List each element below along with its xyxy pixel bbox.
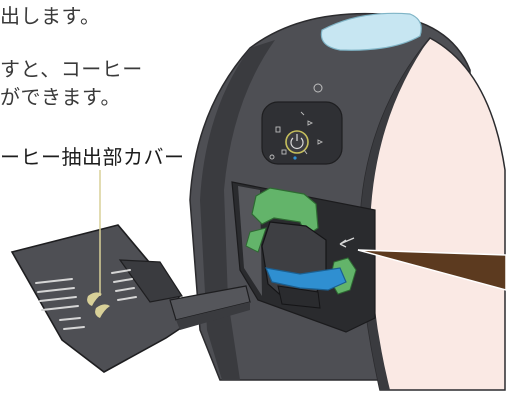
panel-mini-icons xyxy=(269,111,324,160)
top-window xyxy=(320,12,422,51)
panel-led xyxy=(293,156,297,160)
pointer-arrow xyxy=(357,249,506,291)
description-line-3: ができます。 xyxy=(0,85,121,109)
description-line-2: すと、コーヒー xyxy=(0,57,143,81)
indicator-ring xyxy=(313,83,323,93)
description-line-1: 出します。 xyxy=(0,4,101,28)
blue-slider xyxy=(265,267,347,291)
brew-cover xyxy=(10,224,198,373)
cover-vents xyxy=(35,269,137,330)
coffee-bean-logo-icon xyxy=(87,292,110,318)
small-arrow-icon xyxy=(339,237,355,248)
callout-label: ーヒー抽出部カバー xyxy=(0,145,185,169)
power-button-icon xyxy=(285,130,309,154)
